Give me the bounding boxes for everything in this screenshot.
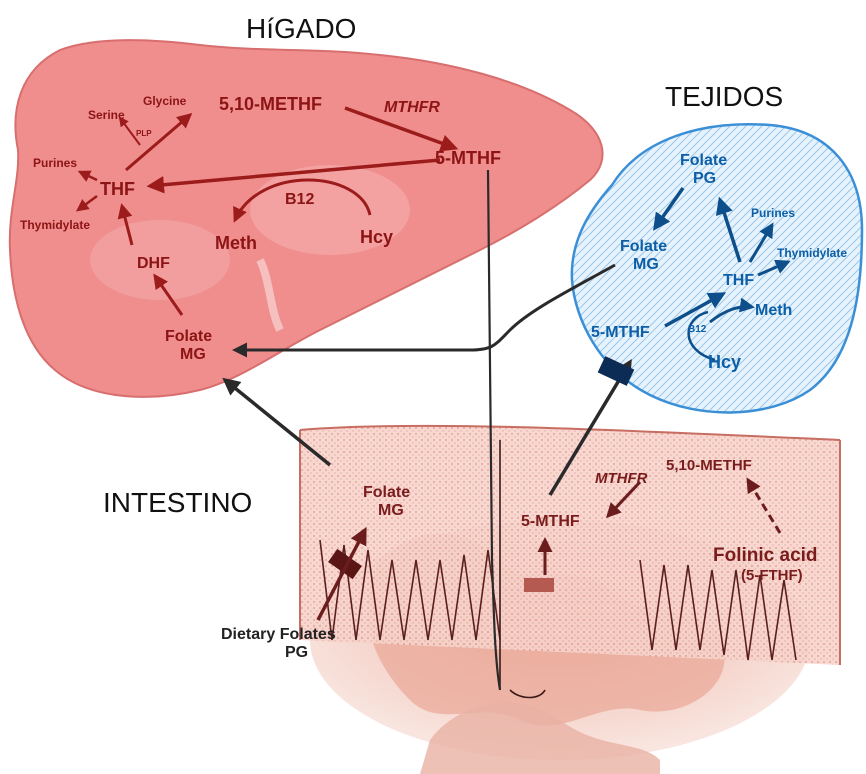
- tissue-b12-label: B12: [688, 324, 707, 335]
- tissue-thymidylate-label: Thymidylate: [777, 246, 847, 260]
- liver-meth-label: Meth: [215, 233, 257, 253]
- tissue-mg-label: MG: [633, 256, 659, 273]
- liver-510-methf-label: 5,10-METHF: [219, 94, 322, 114]
- intestine-title: INTESTINO: [103, 487, 252, 518]
- intestine-5-fthf-label: (5-FTHF): [741, 567, 803, 584]
- liver-title: HíGADO: [246, 13, 356, 44]
- tissue-folate-pg-label: Folate: [680, 152, 727, 169]
- dietary-folates-label: Dietary Folates: [221, 626, 336, 643]
- tissue-purines-label: Purines: [751, 206, 795, 220]
- liver-serine-label: Serine: [88, 108, 125, 122]
- intestine-illustration: [300, 426, 840, 774]
- intestine-folinic-acid-label: Folinic acid: [713, 545, 818, 566]
- liver-thymidylate-label: Thymidylate: [20, 218, 90, 232]
- tissues-title: TEJIDOS: [665, 81, 783, 112]
- tissue-meth-label: Meth: [755, 302, 792, 319]
- liver-5-mthf-label: 5-MTHF: [435, 148, 501, 168]
- tissue-thf-label: THF: [723, 272, 754, 289]
- intestine-folate-label: Folate: [363, 484, 410, 501]
- liver-glycine-label: Glycine: [143, 94, 187, 108]
- liver-mthfr-label: MTHFR: [384, 99, 440, 116]
- tissue-pg-label: PG: [693, 170, 716, 187]
- dietary-pg-label: PG: [285, 644, 308, 661]
- tissue-5-mthf-label: 5-MTHF: [591, 324, 650, 341]
- intestine-mg-label: MG: [378, 502, 404, 519]
- intestine-5-mthf-label: 5-MTHF: [521, 513, 580, 530]
- tissue-hcy-label: Hcy: [708, 352, 741, 372]
- liver-plp-label: PLP: [136, 129, 152, 138]
- transporter-block: [524, 578, 554, 592]
- liver-b12-label: B12: [285, 191, 314, 208]
- liver-hcy-label: Hcy: [360, 227, 393, 247]
- liver-mg-label: MG: [180, 346, 206, 363]
- liver-purines-label: Purines: [33, 156, 77, 170]
- intestine-510-methf-label: 5,10-METHF: [666, 457, 752, 474]
- liver-dhf-label: DHF: [137, 255, 170, 272]
- tissue-folate-mg-label: Folate: [620, 238, 667, 255]
- liver-folate-label: Folate: [165, 328, 212, 345]
- intestine-mthfr-label: MTHFR: [595, 470, 648, 487]
- liver-thf-label: THF: [100, 179, 135, 199]
